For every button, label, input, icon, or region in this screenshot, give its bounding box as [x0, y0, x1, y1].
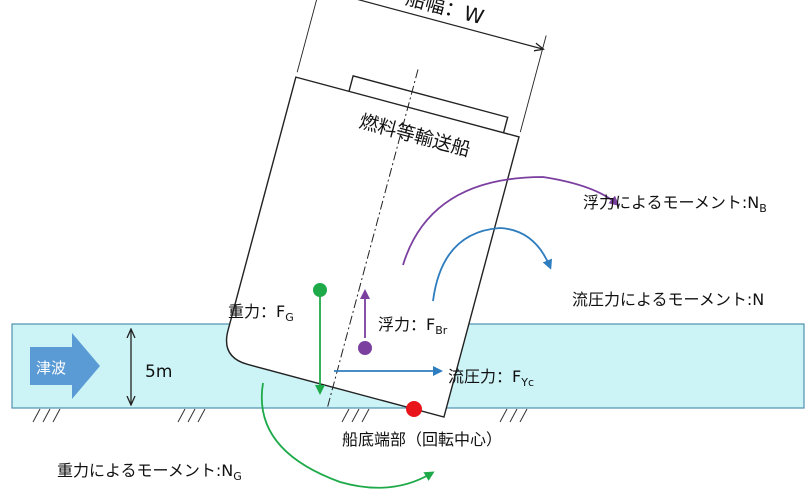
center-of-buoyancy — [358, 341, 372, 355]
gravity-label: 重力：FG — [228, 302, 294, 324]
pivot-point — [406, 401, 422, 417]
tsunami-arrow: 津波 — [30, 333, 100, 399]
center-line — [326, 69, 419, 410]
buoyancy-force: 浮力：FBr — [358, 289, 448, 355]
gravity-force: 重力：FG — [228, 283, 327, 395]
buoyancy-moment-arc — [402, 176, 620, 266]
tsunami-label: 津波 — [36, 359, 66, 377]
width-extension-left — [296, 0, 324, 73]
center-of-gravity — [313, 283, 327, 297]
buoyancy-label: 浮力：FBr — [378, 315, 448, 337]
buoyancy-moment-label: 浮力によるモーメント:NB — [583, 193, 767, 215]
depth-dimension: 5m — [131, 330, 172, 404]
hull — [225, 76, 520, 418]
width-dimension — [319, 0, 542, 49]
flow-moment-arc — [432, 227, 553, 302]
flow-moment-label: 流圧力によるモーメント:N — [572, 290, 764, 309]
ground-hatching — [32, 408, 528, 423]
width-extension-right — [519, 35, 547, 133]
gravity-moment-label: 重力によるモーメント:NG — [57, 461, 242, 483]
depth-label: 5m — [145, 362, 172, 382]
pivot-label: 船底端部（回転中心） — [342, 430, 502, 449]
flow-pressure-force: 流圧力：FYc — [334, 366, 534, 389]
flow-pressure-label: 流圧力：FYc — [448, 367, 534, 389]
gravity-moment-arc — [260, 382, 435, 489]
